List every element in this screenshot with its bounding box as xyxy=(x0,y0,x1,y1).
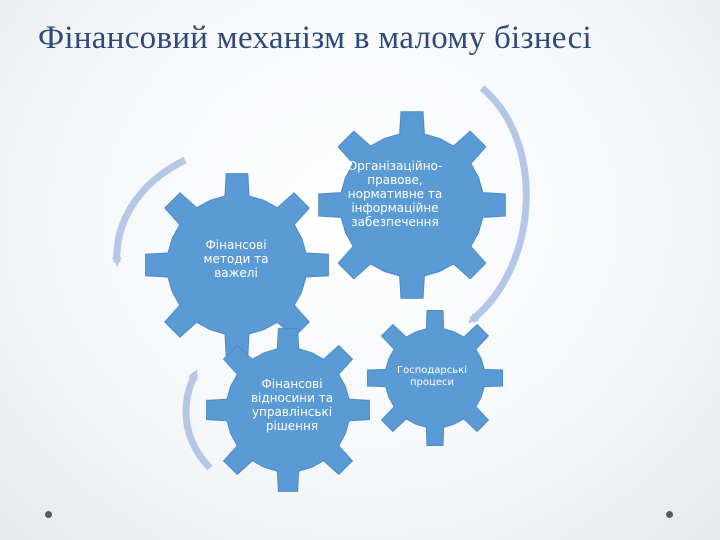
gear-label-line: Фінансові xyxy=(205,238,266,252)
cycle-arrow-left-top xyxy=(111,156,187,267)
gear-label-line: Фінансові xyxy=(261,377,322,391)
gear-label-line: відносини та xyxy=(251,391,333,405)
gear-label-line: інформаційне xyxy=(351,201,438,215)
corner-dot-right xyxy=(666,511,673,518)
gear-label-line: методи та xyxy=(203,252,268,266)
gear-label-line: управлінські xyxy=(252,405,332,419)
gear-label-line: важелі xyxy=(214,266,258,280)
gear-label-line: забезпечення xyxy=(351,215,439,229)
gear-relations xyxy=(206,328,370,492)
gear-org xyxy=(318,111,506,299)
corner-dot-left xyxy=(45,511,52,518)
cycle-arrow-right xyxy=(468,85,530,324)
slide-title: Фінансовий механізм в малому бізнесі xyxy=(38,20,592,56)
gear-label-line: рішення xyxy=(266,419,318,433)
gear-label-line: Організаційно- xyxy=(348,159,442,173)
gear-label-line: процеси xyxy=(410,377,454,388)
gear-label-line: нормативне та xyxy=(348,187,442,201)
gear-methods xyxy=(145,173,329,357)
gear-label-line: правове, xyxy=(367,173,423,187)
cycle-arrow-left-bottom xyxy=(182,369,213,471)
gear-label-line: Господарські xyxy=(397,364,467,376)
gear-processes xyxy=(367,310,503,446)
